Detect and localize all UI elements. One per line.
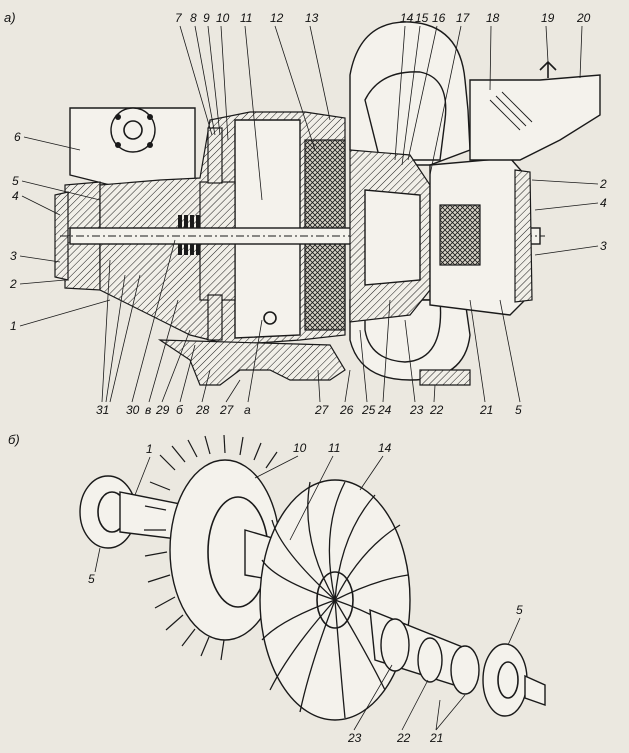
callout-9: 9 xyxy=(203,11,210,25)
callout-3-left: 3 xyxy=(10,249,17,263)
top-callouts: 7 8 9 10 11 12 13 14 15 16 17 18 19 20 xyxy=(175,11,591,201)
panel-b-label: б) xyxy=(8,432,20,447)
rotor-callout-14: 14 xyxy=(378,441,392,455)
callout-2-left: 2 xyxy=(9,277,17,291)
callout-21: 21 xyxy=(479,403,493,417)
oil-port xyxy=(263,311,277,325)
base-feet xyxy=(157,339,346,386)
callout-23: 23 xyxy=(409,403,424,417)
right-callouts: 2 4 3 xyxy=(531,177,607,256)
rotor-callout-22: 22 xyxy=(396,731,411,745)
nozzle-ring xyxy=(207,127,223,184)
callout-20: 20 xyxy=(576,11,591,25)
rotor-assembly xyxy=(79,434,546,721)
callout-29: 29 xyxy=(155,403,170,417)
callout-8: 8 xyxy=(190,11,197,25)
bolt xyxy=(115,114,121,120)
right-end-hub xyxy=(497,661,519,699)
callout-a: а xyxy=(244,403,251,417)
air-inlet-hood xyxy=(469,74,601,161)
callout-27b: 27 xyxy=(314,403,330,417)
callout-28: 28 xyxy=(195,403,210,417)
callout-7: 7 xyxy=(175,11,183,25)
rotor-callout-5-left: 5 xyxy=(88,572,95,586)
right-end-disc xyxy=(482,643,528,717)
callout-1-left: 1 xyxy=(10,319,17,333)
callout-18: 18 xyxy=(486,11,500,25)
callout-22: 22 xyxy=(429,403,444,417)
rotor-callout-10: 10 xyxy=(293,441,307,455)
impeller-hub xyxy=(364,189,421,286)
left-callouts: 6 5 4 3 2 1 xyxy=(9,130,111,333)
rotor-callouts: 1 10 11 14 5 5 23 22 21 xyxy=(88,441,523,745)
bolt xyxy=(147,114,153,120)
callout-16: 16 xyxy=(432,11,446,25)
callout-27a: 27 xyxy=(219,403,235,417)
callout-v: в xyxy=(145,403,151,417)
gearbox-hub xyxy=(123,120,143,140)
callout-31: 31 xyxy=(96,403,109,417)
callout-5-left: 5 xyxy=(12,174,19,188)
wing-nut xyxy=(539,60,557,78)
gearbox-cover xyxy=(110,107,156,153)
callout-4-left: 4 xyxy=(12,189,19,203)
bearing-ring-21 xyxy=(450,645,480,695)
rotor-callout-23: 23 xyxy=(347,731,362,745)
right-bearing xyxy=(439,204,481,266)
callout-25: 25 xyxy=(361,403,376,417)
callout-15: 15 xyxy=(415,11,429,25)
callout-14: 14 xyxy=(400,11,414,25)
rotor-callout-5-right: 5 xyxy=(516,603,523,617)
callout-2-right: 2 xyxy=(599,177,607,191)
bottom-callouts: 31 30 в 29 б 28 27 а 27 26 25 24 23 22 2… xyxy=(96,239,522,417)
callout-13: 13 xyxy=(305,11,319,25)
rotor-callout-1: 1 xyxy=(146,442,153,456)
bearing-ring-23 xyxy=(380,618,410,672)
callout-4-right: 4 xyxy=(600,196,607,210)
rotor-callout-21: 21 xyxy=(429,731,443,745)
bolt xyxy=(147,142,153,148)
compressor-hub xyxy=(316,571,354,629)
foot-right xyxy=(419,369,471,386)
nozzle-ring-lower xyxy=(207,294,223,341)
callout-17: 17 xyxy=(456,11,471,25)
callout-5-bottom: 5 xyxy=(515,403,522,417)
right-end-cap xyxy=(514,169,533,303)
shaft-nut xyxy=(524,674,546,706)
section-view xyxy=(54,21,601,386)
callout-6: 6 xyxy=(14,130,21,144)
filter-element xyxy=(489,99,521,131)
callout-19: 19 xyxy=(541,11,555,25)
callout-24: 24 xyxy=(377,403,392,417)
rotor-callout-11: 11 xyxy=(328,441,340,455)
callout-12: 12 xyxy=(270,11,284,25)
callout-30: 30 xyxy=(126,403,140,417)
compressor-volute-inner xyxy=(364,71,447,161)
turbine-wheel-blades xyxy=(144,434,278,661)
callout-11: 11 xyxy=(240,11,252,25)
bearing-ring-22 xyxy=(417,637,443,683)
panel-a-label: а) xyxy=(4,10,16,25)
callout-b: б xyxy=(176,403,184,417)
callout-3-right: 3 xyxy=(600,239,607,253)
callout-26: 26 xyxy=(339,403,354,417)
bolt xyxy=(115,142,121,148)
callout-10: 10 xyxy=(216,11,230,25)
